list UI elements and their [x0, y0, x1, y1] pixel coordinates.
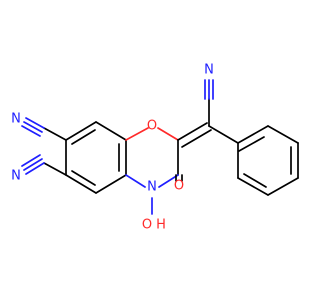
- benzoxazine-ring-bonds: [65, 121, 179, 194]
- bond-c5-c6-inner: [71, 170, 96, 186]
- molecular-structure: N N N O O N O H: [11, 63, 299, 233]
- nitrile-n-top-label: N: [204, 63, 214, 78]
- bond-left-lower-nitrile-c: [21, 154, 41, 167]
- bond-c2-exocyclic-double-a: [177, 122, 208, 141]
- ring-oxygen-label: O: [147, 119, 157, 134]
- bond-c2-exocyclic-double-b: [181, 129, 212, 148]
- phenyl-ring-bonds: [237, 125, 299, 196]
- bond-left-lower-nitrile-a: [25, 162, 45, 175]
- substituent-bonds: [21, 79, 239, 215]
- phenyl-bond-5-inner: [243, 173, 267, 188]
- ring-nitrogen-label: N: [147, 180, 157, 195]
- bond-n4-c4a: [125, 174, 146, 188]
- bond-o1-c2: [157, 127, 179, 141]
- phenyl-bond-1-inner: [238, 136, 265, 152]
- carbonyl-oxygen-label: O: [174, 179, 184, 194]
- bond-c8a-o1: [125, 127, 149, 141]
- hydroxyl-oxygen-label: O: [142, 218, 152, 233]
- bond-c5-c6: [65, 174, 97, 194]
- bond-c7-cyano-carbon: [43, 127, 67, 141]
- bond-c6-cyano-carbon: [43, 162, 67, 176]
- bond-left-upper-nitrile-a: [25, 117, 45, 129]
- bond-c7-c8a: [95, 121, 127, 141]
- nitrile-n-left-upper-label: N: [11, 112, 21, 127]
- phenyl-bond-5: [237, 177, 269, 196]
- hydroxyl-hydrogen-label: H: [156, 218, 166, 233]
- bond-c4a-c5: [95, 174, 127, 194]
- bond-left-upper-nitrile-c: [21, 125, 41, 137]
- bond-left-upper-nitrile-b: [23, 121, 43, 133]
- phenyl-bond-1: [237, 125, 269, 144]
- bond-alkene-phenyl: [208, 125, 239, 144]
- phenyl-bond-4: [267, 177, 299, 196]
- atom-labels: N N N O O N O H: [11, 63, 214, 233]
- bond-left-lower-nitrile-b: [23, 158, 43, 171]
- bond-c7-ring: [65, 121, 97, 141]
- bond-c7-ring-inner: [71, 129, 96, 145]
- phenyl-bond-2: [267, 125, 299, 144]
- nitrile-n-left-lower-label: N: [11, 169, 21, 184]
- bond-c3-n4: [158, 174, 179, 188]
